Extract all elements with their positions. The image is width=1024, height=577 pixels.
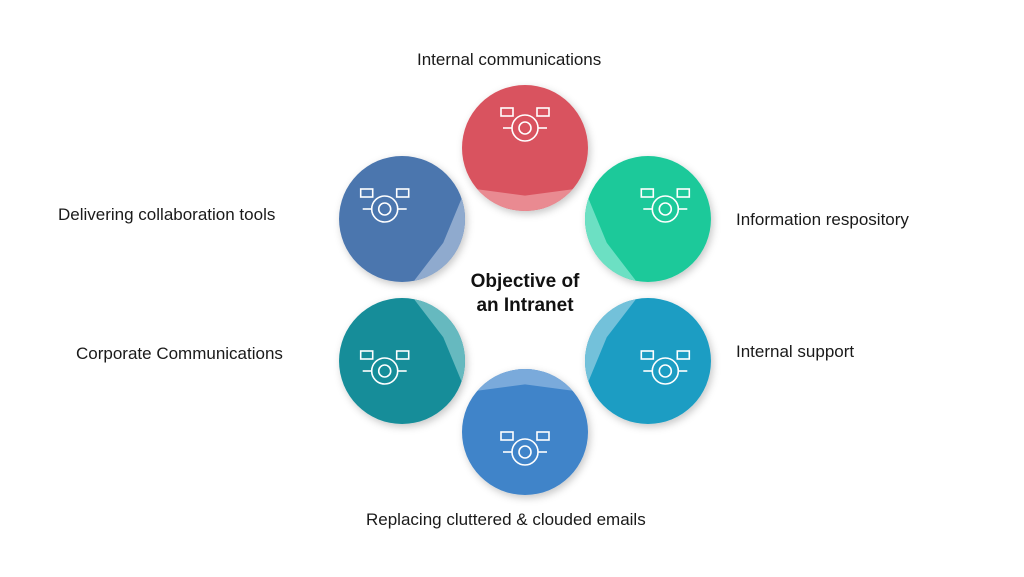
network-folder-icon <box>640 188 691 223</box>
highlight-internal-support <box>584 298 643 393</box>
label-corporate-communications: Corporate Communications <box>76 344 283 363</box>
label-replacing-emails: Replacing cluttered & clouded emails <box>366 510 646 529</box>
segment-replacing-emails <box>462 369 588 495</box>
center-title-line-2: an Intranet <box>476 295 574 316</box>
center-title-line-1: Objective of <box>470 271 580 292</box>
highlight-corporate-communications <box>407 298 466 393</box>
highlight-information-repository <box>584 187 643 282</box>
circle-replacing-emails <box>462 369 588 495</box>
gear-network-icon <box>359 188 410 223</box>
label-internal-communications: Internal communications <box>417 50 602 69</box>
highlight-collaboration-tools <box>407 187 466 282</box>
circle-collaboration-tools <box>339 156 466 282</box>
segment-internal-communications <box>462 85 588 211</box>
segment-internal-support <box>584 298 711 424</box>
circle-internal-support <box>584 298 711 424</box>
label-internal-support: Internal support <box>736 342 855 361</box>
center-title: Objective of an Intranet <box>450 270 600 318</box>
segment-corporate-communications <box>339 298 466 424</box>
label-information-repository: Information respository <box>736 210 909 229</box>
circle-information-repository <box>584 156 711 282</box>
support-agent-phone-icon <box>640 350 691 385</box>
team-gears-icon <box>359 350 410 385</box>
globe-chat-location-icon <box>500 107 550 142</box>
cloud-email-icon <box>500 431 550 466</box>
label-collaboration-tools: Delivering collaboration tools <box>58 205 276 224</box>
circle-internal-communications <box>462 85 588 211</box>
segment-collaboration-tools <box>339 156 466 282</box>
segment-information-repository <box>584 156 711 282</box>
circle-corporate-communications <box>339 298 466 424</box>
